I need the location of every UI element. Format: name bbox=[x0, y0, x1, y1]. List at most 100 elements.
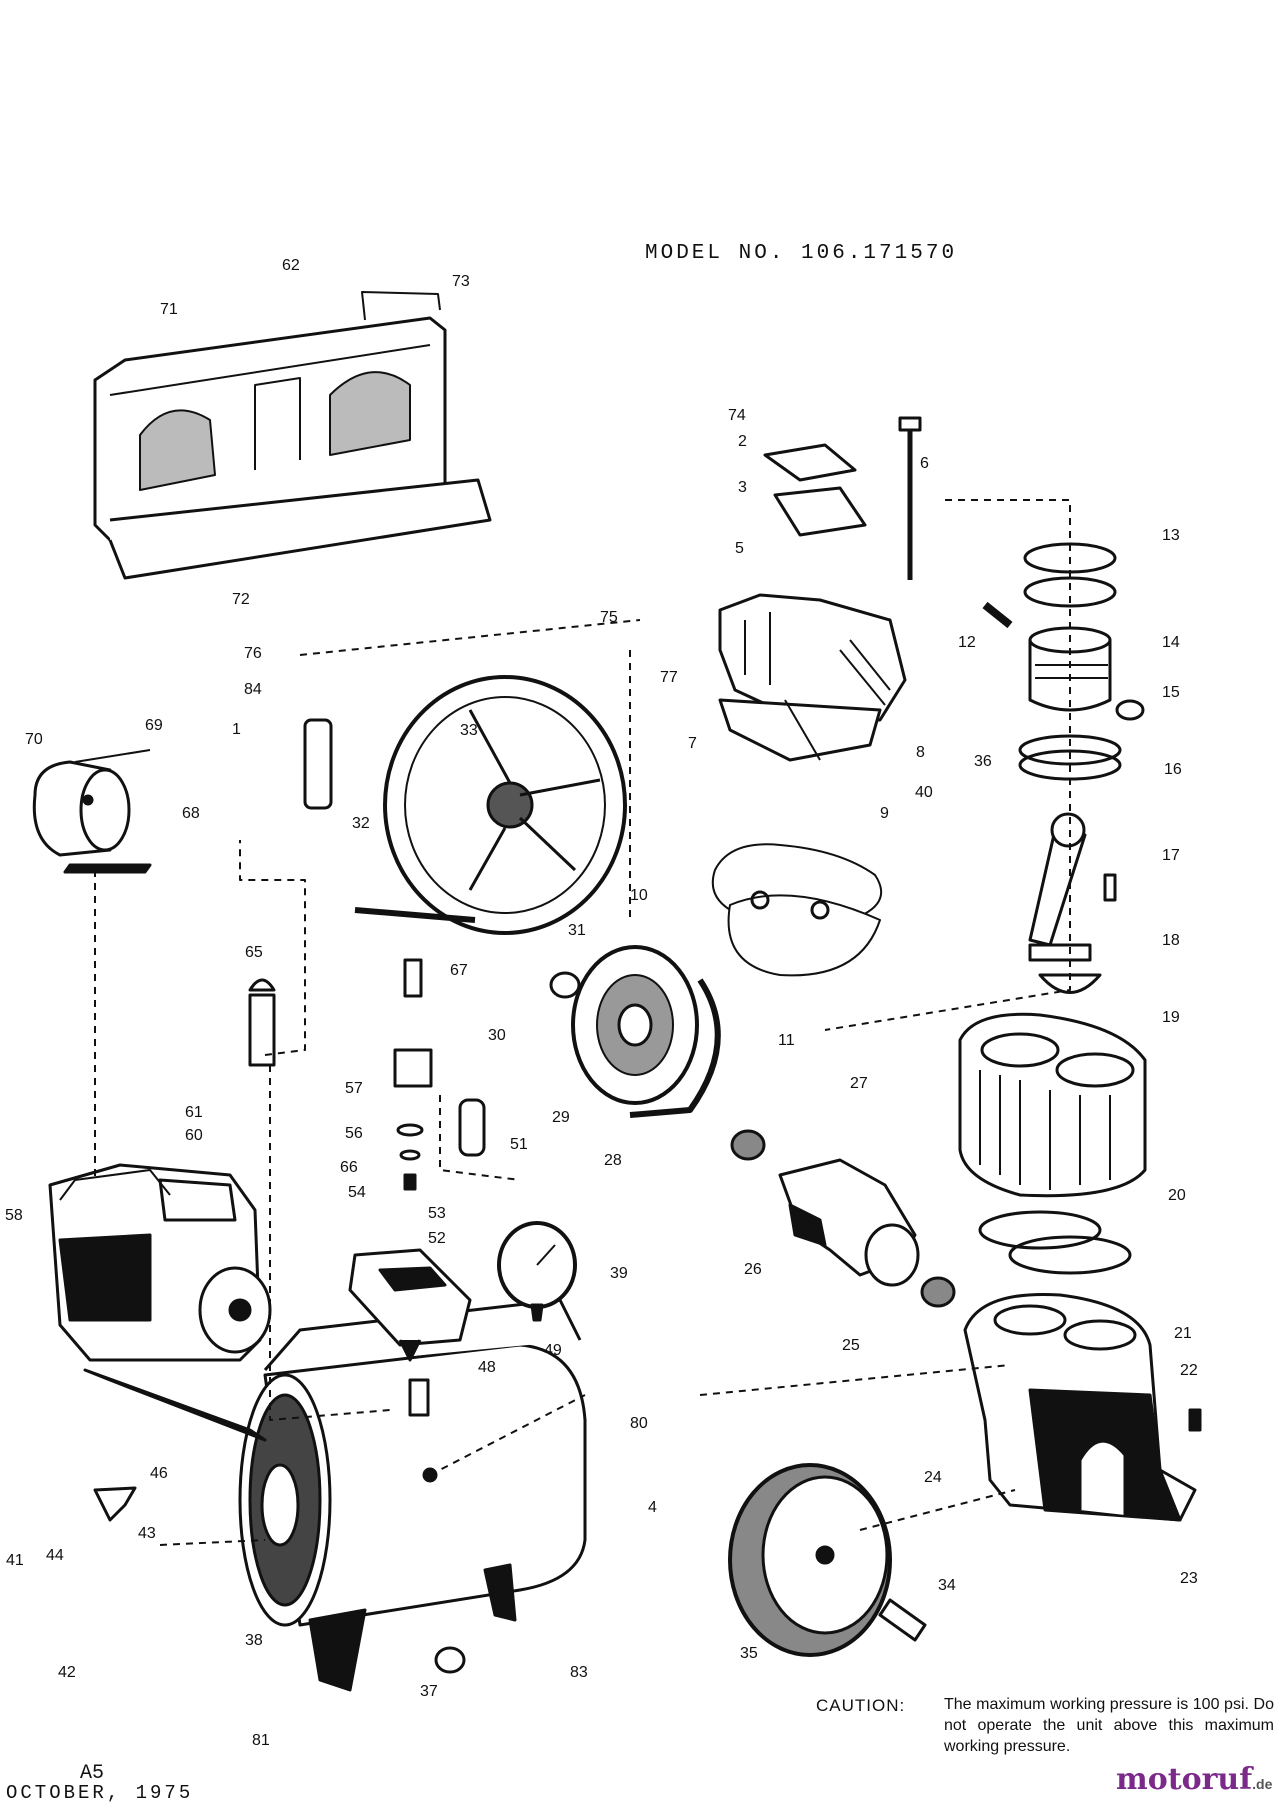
part-label-35: 35 bbox=[740, 1645, 758, 1662]
fittings bbox=[93, 718, 486, 1674]
part-label-42: 42 bbox=[58, 1664, 76, 1681]
gasket bbox=[711, 843, 883, 977]
watermark-tld: .de bbox=[1252, 1776, 1273, 1792]
watermark-brand: motoruf bbox=[1116, 1762, 1253, 1797]
part-label-65: 65 bbox=[245, 944, 263, 961]
page-code: A5 bbox=[80, 1762, 105, 1785]
belt-guard bbox=[93, 291, 492, 580]
part-label-17: 17 bbox=[1162, 847, 1180, 864]
part-label-48: 48 bbox=[478, 1359, 496, 1376]
part-label-77: 77 bbox=[660, 669, 678, 686]
part-label-36: 36 bbox=[974, 753, 992, 770]
part-label-23: 23 bbox=[1180, 1570, 1198, 1587]
part-label-67: 67 bbox=[450, 962, 468, 979]
caution-label: CAUTION: bbox=[816, 1696, 906, 1715]
part-label-31: 31 bbox=[568, 922, 586, 939]
part-label-27: 27 bbox=[850, 1075, 868, 1092]
part-label-33: 33 bbox=[460, 722, 478, 739]
part-label-29: 29 bbox=[552, 1109, 570, 1126]
pressure-switch bbox=[348, 1248, 472, 1362]
part-label-25: 25 bbox=[842, 1337, 860, 1354]
crankcase bbox=[963, 1292, 1202, 1522]
connecting-rod bbox=[1028, 812, 1117, 994]
part-label-69: 69 bbox=[145, 717, 163, 734]
part-label-26: 26 bbox=[744, 1261, 762, 1278]
part-label-68: 68 bbox=[182, 805, 200, 822]
part-label-37: 37 bbox=[420, 1683, 438, 1700]
part-label-46: 46 bbox=[150, 1465, 168, 1482]
part-label-28: 28 bbox=[604, 1152, 622, 1169]
part-label-15: 15 bbox=[1162, 684, 1180, 701]
part-label-38: 38 bbox=[245, 1632, 263, 1649]
part-label-7: 7 bbox=[688, 735, 697, 752]
part-label-22: 22 bbox=[1180, 1362, 1198, 1379]
part-label-24: 24 bbox=[924, 1469, 942, 1486]
part-label-62: 62 bbox=[282, 257, 300, 274]
part-label-12: 12 bbox=[958, 634, 976, 651]
head-bolt bbox=[898, 416, 922, 580]
part-label-51: 51 bbox=[510, 1136, 528, 1153]
part-label-49: 49 bbox=[544, 1342, 562, 1359]
part-label-21: 21 bbox=[1174, 1325, 1192, 1342]
part-label-32: 32 bbox=[352, 815, 370, 832]
part-label-44: 44 bbox=[46, 1547, 64, 1564]
part-label-34: 34 bbox=[938, 1577, 956, 1594]
valve-plate bbox=[763, 443, 867, 537]
piston-assembly bbox=[982, 542, 1145, 781]
part-label-54: 54 bbox=[348, 1184, 366, 1201]
part-label-5: 5 bbox=[735, 540, 744, 557]
part-label-14: 14 bbox=[1162, 634, 1180, 651]
part-label-11: 11 bbox=[778, 1032, 795, 1049]
part-label-81: 81 bbox=[252, 1732, 270, 1749]
part-label-3: 3 bbox=[738, 479, 747, 496]
part-label-18: 18 bbox=[1162, 932, 1180, 949]
part-label-53: 53 bbox=[428, 1205, 446, 1222]
part-label-84: 84 bbox=[244, 681, 262, 698]
part-label-56: 56 bbox=[345, 1125, 363, 1142]
watermark-logo: motoruf.de bbox=[1116, 1762, 1272, 1797]
caution-text: The maximum working pressure is 100 psi.… bbox=[944, 1696, 1274, 1755]
part-label-52: 52 bbox=[428, 1230, 446, 1247]
publication-date: OCTOBER, 1975 bbox=[6, 1782, 194, 1804]
part-label-41: 41 bbox=[6, 1552, 24, 1569]
part-label-39: 39 bbox=[610, 1265, 628, 1282]
pressure-gauge bbox=[497, 1221, 577, 1322]
part-label-43: 43 bbox=[138, 1525, 156, 1542]
part-label-76: 76 bbox=[244, 645, 262, 662]
part-label-2: 2 bbox=[738, 433, 747, 450]
part-label-40: 40 bbox=[915, 784, 933, 801]
part-label-74: 74 bbox=[728, 407, 746, 424]
part-label-73: 73 bbox=[452, 273, 470, 290]
pulley bbox=[549, 945, 721, 1118]
part-label-10: 10 bbox=[630, 887, 648, 904]
wheel bbox=[728, 1463, 927, 1657]
part-label-30: 30 bbox=[488, 1027, 506, 1044]
part-label-4: 4 bbox=[648, 1499, 657, 1516]
crankshaft bbox=[730, 1129, 956, 1308]
part-label-72: 72 bbox=[232, 591, 250, 608]
part-label-8: 8 bbox=[916, 744, 925, 761]
part-label-58: 58 bbox=[5, 1207, 23, 1224]
part-label-61: 61 bbox=[185, 1104, 203, 1121]
motor bbox=[32, 749, 152, 874]
part-label-9: 9 bbox=[880, 805, 889, 822]
part-label-57: 57 bbox=[345, 1080, 363, 1097]
part-label-6: 6 bbox=[920, 455, 929, 472]
flywheel bbox=[354, 675, 627, 935]
part-label-60: 60 bbox=[185, 1127, 203, 1144]
model-number: MODEL NO. 106.171570 bbox=[645, 242, 958, 265]
part-label-75: 75 bbox=[600, 609, 618, 626]
part-label-80: 80 bbox=[630, 1415, 648, 1432]
part-label-1: 1 bbox=[232, 721, 241, 738]
part-label-20: 20 bbox=[1168, 1187, 1186, 1204]
cylinder-head bbox=[718, 593, 907, 762]
part-label-13: 13 bbox=[1162, 527, 1180, 544]
part-label-70: 70 bbox=[25, 731, 43, 748]
part-label-83: 83 bbox=[570, 1664, 588, 1681]
cylinder bbox=[958, 1012, 1147, 1275]
gas-engine bbox=[48, 1163, 272, 1362]
part-label-19: 19 bbox=[1162, 1009, 1180, 1026]
part-labels: 1234567891011121314151617181920212223242… bbox=[5, 257, 1198, 1749]
part-label-16: 16 bbox=[1164, 761, 1182, 778]
